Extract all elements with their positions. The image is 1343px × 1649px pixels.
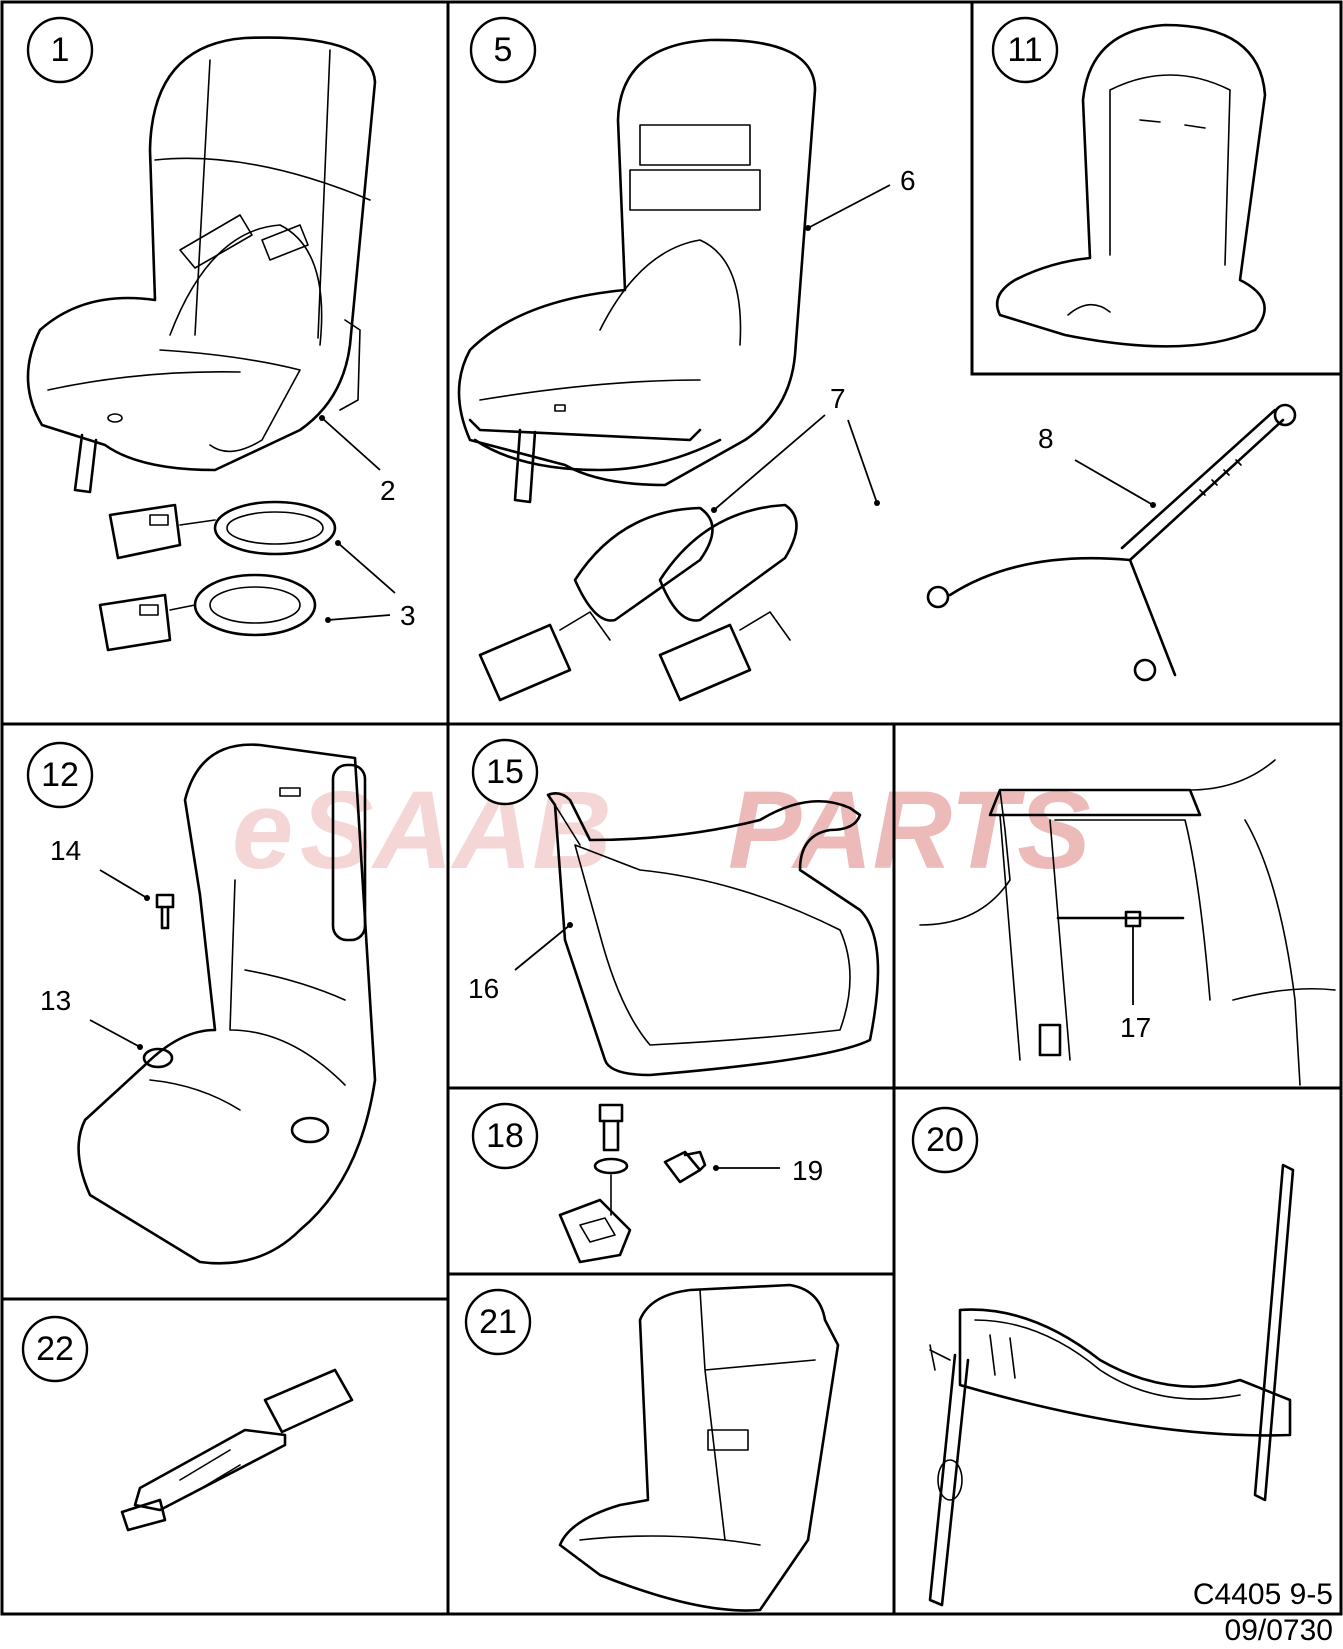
esaabparts-watermark: e SAAB PARTS (232, 769, 1091, 892)
diagram-code: C4405 9-5 (1192, 1578, 1333, 1611)
callout-13: 13 (40, 985, 143, 1050)
bolt-kit-illustration (558, 1103, 707, 1264)
svg-text:18: 18 (486, 1117, 524, 1155)
badge-20: 21 (464, 1288, 532, 1356)
seatbelt-buckle-illustration (120, 1368, 354, 1532)
svg-text:19: 19 (792, 1155, 823, 1186)
belt-buckles-illustration (98, 500, 337, 652)
watermark-prefix: e (232, 769, 293, 892)
svg-text:13: 13 (40, 985, 71, 1016)
callout-8: 8 (1038, 423, 1156, 508)
panel-frame-5 (446, 0, 1343, 726)
svg-text:11: 11 (1007, 31, 1042, 69)
svg-text:7: 7 (830, 383, 846, 414)
badge-15: 15 (471, 738, 539, 806)
svg-text:15: 15 (486, 753, 524, 791)
panel-22: 20 (911, 1106, 1295, 1607)
panel-frame-21 (0, 1297, 450, 1616)
svg-text:22: 22 (36, 1330, 74, 1368)
panel-18: 18 19 (471, 1102, 823, 1264)
callout-14: 14 (50, 835, 150, 901)
panel-20: 21 (464, 1283, 840, 1612)
tether-straps-illustration (478, 503, 798, 702)
panel-11: 11 (991, 16, 1267, 348)
svg-text:20: 20 (926, 1121, 964, 1159)
booster-seat-backrest-illustration (77, 743, 377, 1265)
watermark-suffix: PARTS (728, 769, 1091, 892)
svg-text:21: 21 (479, 1303, 517, 1341)
svg-text:3: 3 (400, 600, 416, 631)
callout-6: 6 (805, 165, 916, 231)
callout-16: 16 (468, 922, 573, 1004)
diagram-date: 09/0730 (1224, 1614, 1333, 1647)
badge-1: 1 (26, 16, 94, 84)
svg-text:5: 5 (494, 31, 513, 69)
badge-18: 18 (471, 1102, 539, 1170)
svg-text:2: 2 (380, 475, 396, 506)
panel-1: 1 2 (26, 16, 416, 652)
rear-seat-strap-illustration (919, 759, 1336, 1086)
badge-21: 22 (21, 1315, 89, 1383)
badge-11: 11 (991, 16, 1059, 84)
svg-text:8: 8 (1038, 423, 1054, 454)
svg-text:12: 12 (41, 756, 79, 794)
isofix-base-illustration (928, 1163, 1295, 1607)
seat-cushion-illustration (558, 1283, 840, 1612)
panel-12: 12 14 13 (26, 741, 377, 1265)
diagram-reference: C4405 9-5 09/0730 (1193, 1577, 1333, 1649)
callout-17: 17 (1120, 926, 1151, 1043)
callout-3: 3 (325, 540, 416, 631)
callout-19: 19 (713, 1155, 823, 1186)
callout-2: 2 (319, 415, 396, 506)
child-seat-frame-illustration (457, 38, 817, 504)
svg-text:14: 14 (50, 835, 81, 866)
panel-17: 17 (919, 759, 1336, 1086)
support-leg-illustration (926, 403, 1297, 682)
badge-5: 5 (469, 16, 537, 84)
badge-12: 12 (26, 741, 94, 809)
panel-5: 5 6 (457, 16, 1297, 702)
callout-7: 7 (711, 383, 880, 513)
svg-text:1: 1 (51, 31, 70, 69)
svg-text:6: 6 (900, 165, 916, 196)
svg-text:17: 17 (1120, 1012, 1151, 1043)
svg-text:16: 16 (468, 973, 499, 1004)
watermark-brand: SAAB (300, 769, 612, 892)
panel-grid (0, 0, 1343, 1616)
panel-15: 15 16 (468, 738, 880, 1077)
badge-22: 20 (911, 1106, 979, 1174)
booster-cushion-illustration (546, 792, 880, 1077)
seat-cover-illustration (995, 23, 1267, 348)
bolt-illustration (155, 893, 175, 930)
panel-frame-11 (970, 0, 1343, 376)
panel-21: 22 (21, 1315, 354, 1532)
child-seat-illustration (26, 36, 377, 494)
